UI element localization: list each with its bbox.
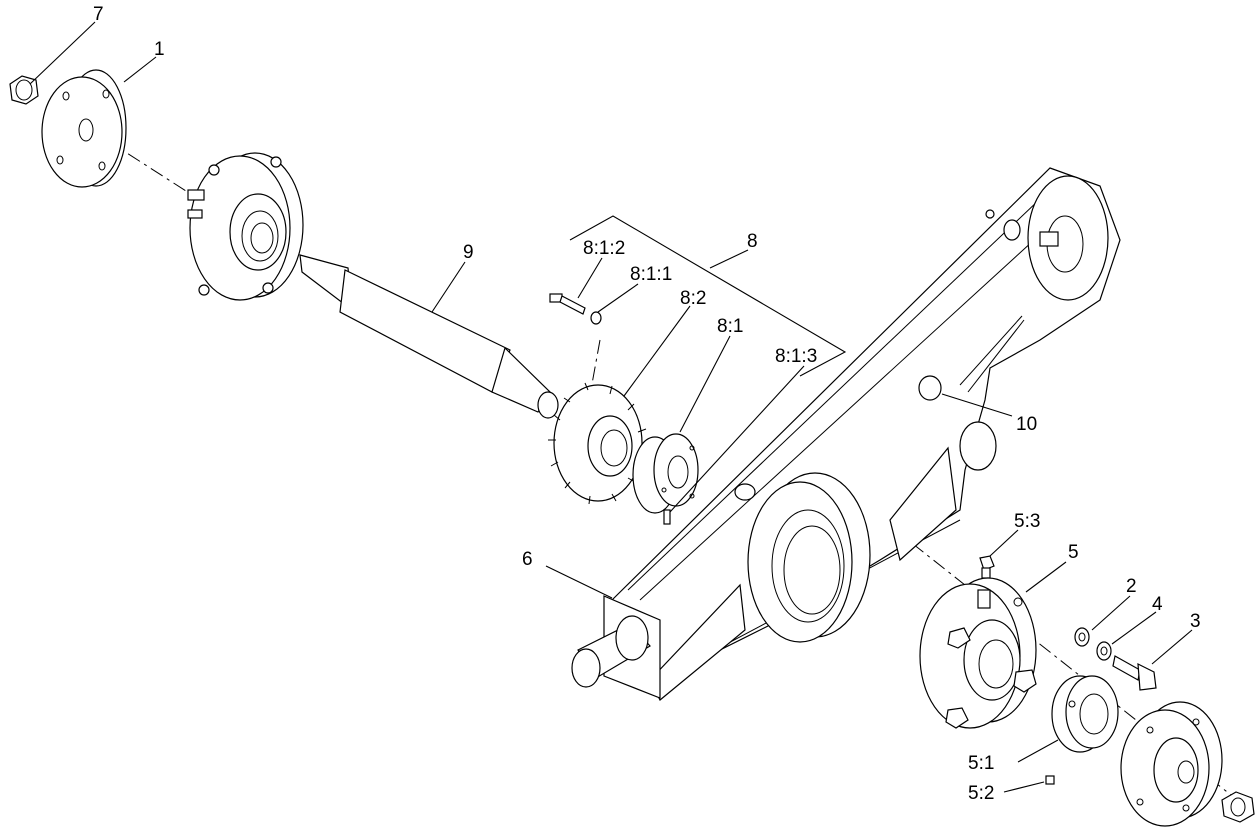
part-4-lock-washer (1096, 641, 1112, 661)
callout-8-1-1: 8:1:1 (630, 264, 672, 285)
part-5-3-grease-fitting (979, 555, 995, 579)
callout-2: 2 (1126, 576, 1137, 597)
callout-8-1: 8:1 (717, 316, 743, 337)
callout-8-2: 8:2 (680, 288, 706, 309)
callout-6: 6 (522, 549, 533, 570)
callout-8-1-3: 8:1:3 (775, 346, 817, 367)
callout-5-1: 5:1 (968, 753, 994, 774)
right-flange-plate (1120, 701, 1223, 827)
right-nut (1221, 791, 1255, 823)
callout-9: 9 (463, 242, 474, 263)
left-bearing-housing (187, 152, 304, 301)
callout-1: 1 (154, 39, 165, 60)
part-1-flange-plate (41, 69, 127, 188)
part-8-1-1-washer (590, 311, 602, 325)
callout-10: 10 (1016, 414, 1037, 435)
callout-5-2: 5:2 (968, 783, 994, 804)
part-3-bolt (1112, 655, 1157, 691)
callout-5-3: 5:3 (1014, 511, 1040, 532)
callout-3: 3 (1190, 611, 1201, 632)
part-8-1-2-bolt (549, 293, 586, 315)
part-5-2-set-screw (1045, 775, 1055, 785)
part-8-1-bushing (632, 433, 699, 514)
part-8-1-3-key (663, 509, 671, 525)
part-2-washer (1074, 627, 1090, 647)
part-8-2-sprocket (548, 382, 647, 505)
callout-4: 4 (1152, 594, 1163, 615)
part-5-1-collar (1051, 675, 1119, 753)
part-10-o-ring (918, 375, 942, 401)
part-5-flanged-bearing (919, 577, 1037, 729)
callout-8: 8 (747, 231, 758, 252)
callout-5: 5 (1068, 542, 1079, 563)
main-frame (571, 167, 1121, 701)
callout-7: 7 (93, 4, 104, 25)
callout-8-1-2: 8:1:2 (583, 238, 625, 259)
part-9-shaft (299, 254, 559, 419)
